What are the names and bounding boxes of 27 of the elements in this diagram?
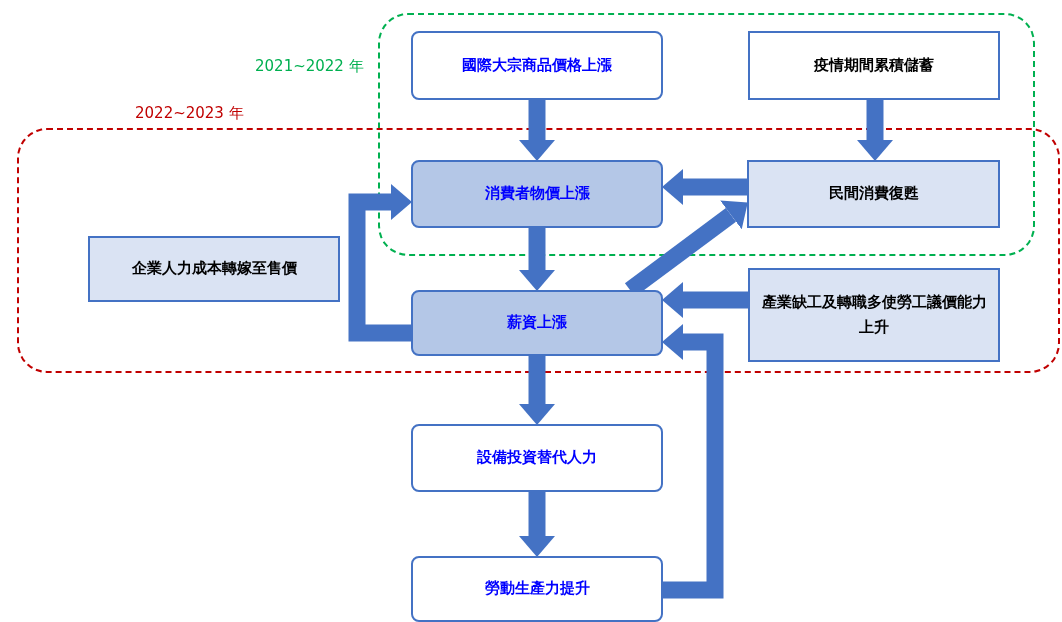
block-arrow (662, 282, 748, 318)
process-box (411, 556, 663, 622)
process-box (747, 160, 1000, 228)
box-text: 勞動生產力提升 (484, 578, 590, 600)
period-label: 2021~2022 年 (255, 57, 364, 76)
box-text: 疫情期間累積儲蓄 (814, 54, 934, 76)
box-text: 企業人力成本轉嫁至售價 (131, 258, 297, 280)
block-arrow (662, 169, 747, 205)
process-box (411, 31, 663, 100)
block-arrow (519, 492, 555, 557)
box-text: 薪資上漲 (507, 312, 567, 334)
box-text: 國際大宗商品價格上漲 (462, 54, 612, 76)
block-arrow (857, 100, 893, 161)
process-box (88, 236, 340, 302)
process-box (411, 424, 663, 492)
box-text: 產業缺工及轉職多使勞工議價能力上升 (760, 291, 988, 338)
block-arrow (519, 100, 555, 161)
process-box (411, 290, 663, 356)
block-arrow (519, 356, 555, 425)
block-arrow (519, 228, 555, 291)
box-text: 設備投資替代人力 (477, 447, 597, 469)
process-box (411, 160, 663, 228)
process-box (748, 268, 1000, 362)
period-label: 2022~2023 年 (135, 104, 244, 123)
box-text: 消費者物價上漲 (484, 183, 590, 205)
process-box (748, 31, 1000, 100)
box-text: 民間消費復甦 (828, 183, 919, 205)
